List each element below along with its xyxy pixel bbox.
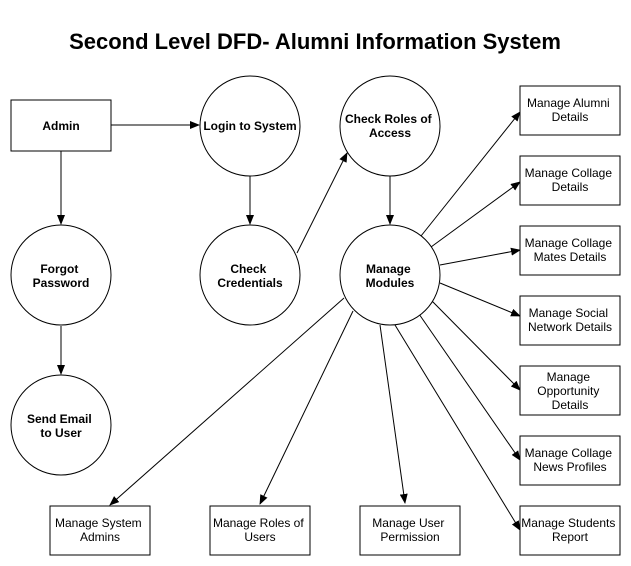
forgot-password-label-line1: Forgot: [40, 262, 78, 276]
box-manage-user-permission: Manage User Permission: [359, 505, 461, 556]
box-manage-system-admins: Manage System Admins: [49, 505, 151, 556]
box-manage-collage-news-profiles: Manage Collage News Profiles: [519, 435, 621, 486]
send-email-label-line1: Send Email: [27, 412, 92, 426]
flow-modules-to-system-admins: [109, 297, 345, 506]
login-label: Login to System: [203, 119, 296, 133]
manage-user-permission-label-line2: Permission: [380, 530, 439, 544]
svg-text:Admin: Admin: [42, 119, 79, 133]
manage-students-label-line1: Manage Students: [521, 516, 615, 530]
manage-roles-users-label-line2: Users: [244, 530, 275, 544]
process-check-credentials: Check Credentials: [199, 224, 301, 326]
svg-text:Manage Social Network De: Manage Social Network Details: [528, 306, 612, 334]
box-manage-students-report: Manage Students Report: [519, 505, 621, 556]
flow-modules-to-social: [439, 282, 521, 317]
manage-opportunity-label-line3: Details: [552, 398, 589, 412]
flow-check-credentials-to-check-roles: [296, 152, 348, 254]
process-login: Login to System: [199, 75, 301, 177]
box-manage-collage-mates-details: Manage Collage Mates Details: [519, 225, 621, 276]
box-manage-roles-of-users: Manage Roles of Users: [209, 505, 311, 556]
process-check-roles: Check Roles of Access: [339, 75, 441, 177]
svg-text:Forgot Password: Forgot Password: [33, 262, 90, 290]
svg-text:Manage Collage Details: Manage Collage Details: [525, 166, 616, 194]
box-manage-alumni-details: Manage Alumni Details: [519, 85, 621, 136]
manage-alumni-label-line2: Details: [552, 110, 589, 124]
svg-text:Manage Collage News Prof: Manage Collage News Profiles: [525, 446, 616, 474]
flow-modules-to-roles-users: [259, 310, 354, 505]
box-manage-social-network-details: Manage Social Network Details: [519, 295, 621, 346]
manage-collage-label-line2: Details: [552, 180, 589, 194]
svg-text:Manage Opportunity: Manage Opportunity Details: [537, 370, 602, 412]
svg-text:Manage Collage Mates Det: Manage Collage Mates Details: [525, 236, 616, 264]
check-roles-label-line1: Check Roles of: [345, 112, 433, 126]
flow-modules-to-students: [394, 324, 521, 531]
svg-text:Check Credentials: Check Credentials: [217, 262, 283, 290]
manage-social-label-line2: Network Details: [528, 320, 612, 334]
flow-modules-to-user-permission: [379, 324, 408, 504]
svg-text:Send Email to User: Send Email to User: [27, 412, 95, 440]
manage-system-admins-label-line1: Manage System: [55, 516, 142, 530]
manage-mates-label-line1: Manage Collage: [525, 236, 613, 250]
manage-news-label-line2: News Profiles: [533, 460, 606, 474]
svg-text:Manage System Admins: Manage System Admins: [55, 516, 145, 544]
process-forgot-password: Forgot Password: [10, 224, 112, 326]
forgot-password-label-line2: Password: [33, 276, 90, 290]
manage-system-admins-label-line2: Admins: [80, 530, 120, 544]
check-credentials-label-line2: Credentials: [217, 276, 283, 290]
box-manage-opportunity-details: Manage Opportunity Details: [519, 365, 621, 416]
flows: [57, 111, 521, 531]
process-manage-modules: Manage Modules: [339, 224, 441, 326]
check-roles-label-line2: Access: [369, 126, 411, 140]
svg-text:Manage Students Report: Manage Students Report: [521, 516, 618, 544]
svg-text:Check Roles of Access: Check Roles of Access: [345, 112, 435, 140]
flow-modules-to-opportunity: [431, 300, 521, 391]
manage-modules-label-line1: Manage: [366, 262, 411, 276]
svg-text:Manage Modules: Manage Modules: [366, 262, 415, 290]
entity-admin: Admin: [10, 99, 112, 152]
flow-modules-to-news: [418, 313, 521, 461]
manage-roles-users-label-line1: Manage Roles of: [213, 516, 304, 530]
svg-text:Manage Roles of Users: Manage Roles of Users: [213, 516, 307, 544]
manage-opportunity-label-line1: Manage: [547, 370, 591, 384]
manage-mates-label-line2: Mates Details: [534, 250, 607, 264]
manage-modules-label-line2: Modules: [366, 276, 415, 290]
flow-modules-to-alumni: [420, 111, 521, 237]
manage-opportunity-label-line2: Opportunity: [537, 384, 599, 398]
manage-students-label-line2: Report: [552, 530, 589, 544]
check-credentials-label-line1: Check: [230, 262, 266, 276]
svg-text:Manage User Permission: Manage User Permission: [372, 516, 447, 544]
diagram-title: Second Level DFD- Alumni Information Sys…: [69, 29, 561, 54]
manage-news-label-line1: Manage Collage: [525, 446, 613, 460]
svg-text:Manage Alumni Details: Manage Alumni Details: [527, 96, 613, 124]
box-manage-collage-details: Manage Collage Details: [519, 155, 621, 206]
manage-alumni-label-line1: Manage Alumni: [527, 96, 610, 110]
manage-collage-label-line1: Manage Collage: [525, 166, 613, 180]
send-email-label-line2: to User: [40, 426, 82, 440]
svg-text:Login to System: Login to System: [203, 119, 296, 133]
admin-label: Admin: [42, 119, 79, 133]
flow-modules-to-mates: [439, 247, 521, 266]
manage-social-label-line1: Manage Social: [529, 306, 608, 320]
process-send-email: Send Email to User: [10, 374, 112, 476]
manage-user-permission-label-line1: Manage User: [372, 516, 444, 530]
flow-modules-to-collage: [430, 181, 521, 248]
